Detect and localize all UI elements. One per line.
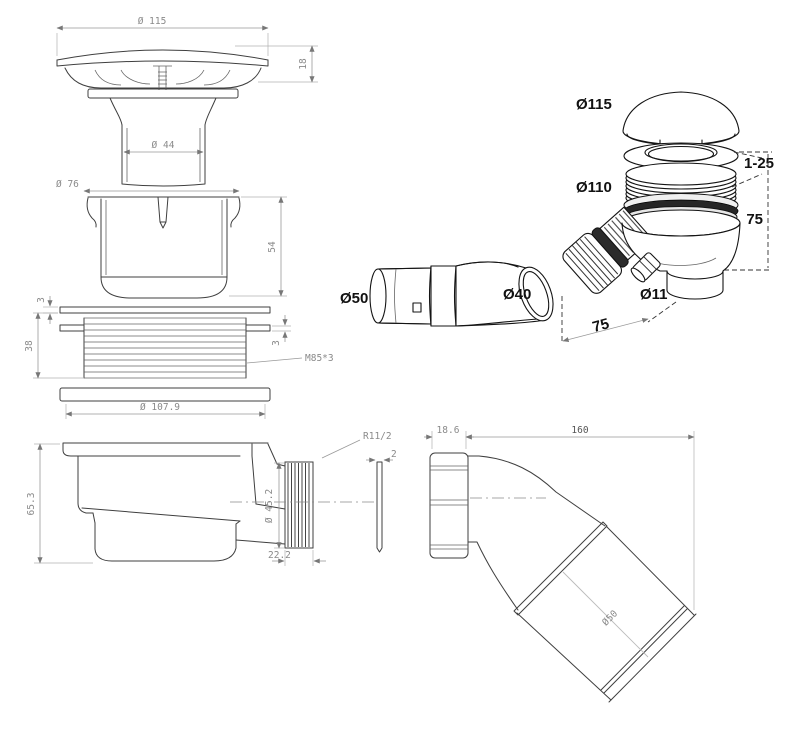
label-barb-diameter: Ø11 (640, 286, 668, 303)
dim-top-washer-thickness: 3 (36, 297, 47, 303)
dim-lower-washer-thickness: 3 (271, 340, 282, 346)
dim-trap-overall-height: 65.3 (26, 493, 37, 516)
dim-outlet-thread: R11/2 (363, 431, 392, 442)
dim-outlet-diameter: Ø 45.2 (264, 489, 275, 523)
pipe-socket-end (600, 605, 688, 694)
cup-center-pin (157, 196, 169, 229)
dim-washer-diameter: Ø 107.9 (140, 402, 180, 413)
dim-thread-length: 38 (24, 340, 35, 352)
dim-nut-length: 18.6 (437, 425, 460, 436)
dim-thread-spec: M85*3 (305, 353, 334, 364)
label-body-thread-diameter: Ø110 (576, 179, 612, 196)
large-sealing-washer (59, 387, 271, 402)
elbow-pipe-outline (513, 521, 697, 703)
elbow-clip-tab (412, 302, 422, 313)
elbow-bend-outline (467, 455, 606, 611)
pipe-joint-collar (513, 521, 608, 616)
inlet-elbow-3d (369, 261, 554, 327)
cap-center-screw (153, 65, 172, 90)
drain-body-3d (621, 222, 741, 300)
elbow-open-end (518, 266, 554, 322)
dim-elbow-overall-length: 160 (571, 425, 588, 436)
cap-stem-outline (87, 88, 239, 187)
flat-gasket (376, 461, 383, 553)
trap-outlet-threads (284, 461, 314, 549)
dim-cup-depth: 54 (267, 241, 278, 253)
dim-cap-diameter: Ø 115 (138, 16, 167, 27)
dim-cap-height: 18 (298, 58, 309, 70)
cap-front-outline (56, 49, 269, 90)
assembly-3d-view: Ø50 Ø40 (340, 91, 774, 344)
elbow-nut-outline (429, 452, 469, 559)
dim-cup-diameter: Ø 76 (56, 179, 79, 190)
exploded-front-view: Ø 115 18 Ø 44 Ø 76 (24, 16, 334, 419)
trap-body-outline (62, 442, 286, 562)
label-pipe-diameter: Ø40 (503, 286, 531, 303)
cup-outline (86, 196, 241, 299)
trap-side-view: 65.3 Ø 45.2 22.2 R11/2 2 (26, 431, 397, 566)
dim-elbow-pipe-diameter: Ø50 (600, 608, 620, 628)
elbow-side-view: 18.6 160 Ø50 (424, 425, 697, 703)
threaded-collar (83, 316, 247, 379)
top-friction-washer (59, 306, 271, 314)
label-inlet-diameter: Ø50 (340, 290, 368, 307)
label-cap-diameter: Ø115 (576, 96, 612, 113)
cap-3d (622, 91, 740, 146)
barb-outlet-3d (630, 252, 661, 283)
flange-ring-3d (623, 142, 739, 170)
label-adjustment-range: 1-25 (744, 155, 774, 172)
dim-gasket-thickness: 2 (391, 449, 397, 460)
label-body-height: 75 (746, 211, 763, 228)
dim-stem-diameter: Ø 44 (152, 140, 175, 151)
label-outlet-offset: 75 (591, 315, 612, 336)
dim-outlet-length: 22.2 (268, 550, 291, 561)
